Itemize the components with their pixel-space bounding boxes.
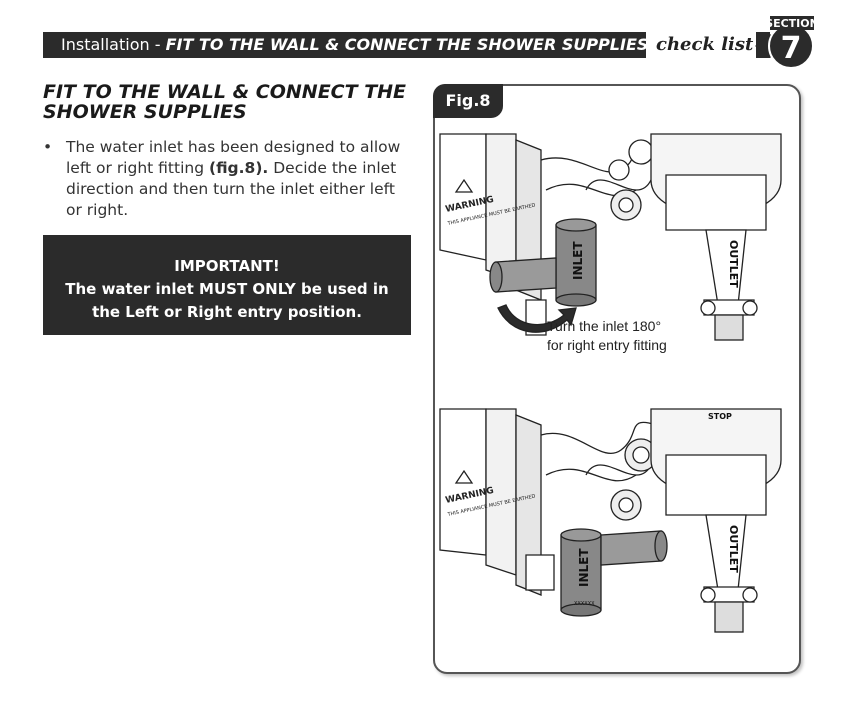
header-prefix: Installation - <box>61 35 166 54</box>
inlet-stub <box>495 257 557 293</box>
checklist-label: check list <box>646 32 756 58</box>
rotate-arrow-icon <box>497 304 577 333</box>
page-title: FIT TO THE WALL & CONNECT THE SHOWER SUP… <box>43 81 407 123</box>
section-label: SECTION <box>765 17 819 30</box>
bullet-fig-ref: (fig.8). <box>208 159 269 177</box>
outlet-label: OUTLET <box>727 240 740 288</box>
figure-caption: Turn the inlet 180° for right entry fitt… <box>547 317 747 355</box>
important-line-2: the Left or Right entry position. <box>92 303 362 321</box>
figure-bottom-illustration: WARNING THIS APPLIANCE MUST BE EARTHED I… <box>439 408 782 633</box>
header-title: FIT TO THE WALL & CONNECT THE SHOWER SUP… <box>165 35 649 54</box>
caption-line-1: Turn the inlet 180° <box>547 318 662 334</box>
important-notice: IMPORTANT! The water inlet MUST ONLY be … <box>43 235 411 335</box>
important-title: IMPORTANT! <box>174 257 280 275</box>
bullet-text: The water inlet has been designed to all… <box>66 137 403 221</box>
section-badge: SECTION 7 <box>755 16 819 69</box>
inlet-label: INLET <box>571 241 585 280</box>
serial-label: XXXXXX <box>574 601 595 607</box>
badge-label-bg <box>770 16 814 30</box>
caption-line-2: for right entry fitting <box>547 337 667 353</box>
important-line-1: The water inlet MUST ONLY be used in <box>65 280 389 298</box>
instruction-bullet: • The water inlet has been designed to a… <box>43 137 403 221</box>
inlet-label-2: INLET <box>577 548 591 587</box>
section-number: 7 <box>781 31 802 66</box>
figure-label: Fig.8 <box>433 84 503 118</box>
figure-top-illustration: WARNING THIS APPLIANCE MUST BE EARTHED I… <box>439 133 782 341</box>
bullet-text-part2: Decide the inlet direction and then turn… <box>66 159 397 219</box>
outlet-label-2: OUTLET <box>727 525 740 573</box>
bullet-dot: • <box>43 138 53 156</box>
bullet-text-part1: The water inlet has been designed to all… <box>66 138 401 177</box>
badge-arrow-icon <box>755 34 771 58</box>
stop-label: STOP <box>708 412 732 421</box>
